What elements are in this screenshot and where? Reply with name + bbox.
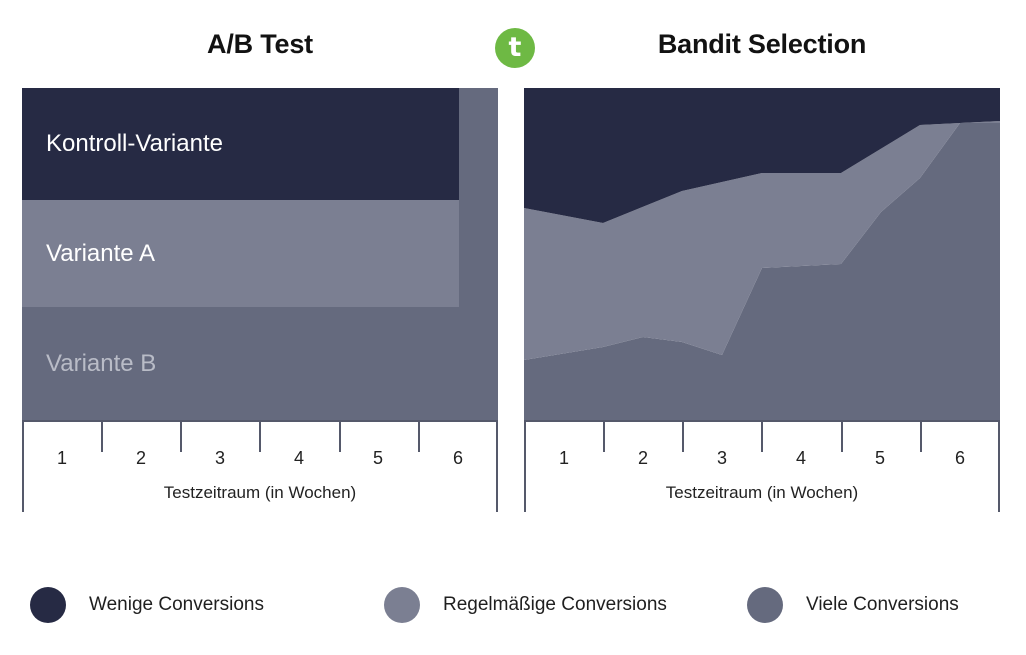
bandit-selection-tick-1: [603, 420, 605, 452]
ab-test-tick-3: [259, 420, 261, 452]
area-regular-conversions: [524, 121, 1000, 360]
legend-swatch-wenige-conversions: [30, 587, 66, 623]
chart-legend: Wenige Conversions Regelmäßige Conversio…: [30, 583, 1006, 627]
ab-test-tick-5: [418, 420, 420, 452]
ab-test-band-variante-a: Variante A: [22, 200, 459, 307]
page-title-bandit-selection: Bandit Selection: [657, 29, 867, 59]
legend-label-regelmaessige-conversions: Regelmäßige Conversions: [443, 594, 667, 615]
ab-test-band-variante-b: Variante B: [22, 307, 498, 420]
bandit-selection-tick-label-4: 4: [795, 448, 806, 468]
ab-test-tick-1: [101, 420, 103, 452]
legend-label-wenige-conversions: Wenige Conversions: [89, 594, 264, 615]
ab-test-tick-label-4: 4: [293, 448, 304, 468]
area-many-conversions: [524, 123, 1000, 420]
panel-ab-test: Kontroll-Variante Variante A Variante B …: [22, 88, 498, 515]
bandit-selection-tick-label-3: 3: [716, 448, 727, 468]
ab-test-tick-2: [180, 420, 182, 452]
area-few-conversions: [524, 88, 1000, 223]
bandit-selection-tick-label-5: 5: [874, 448, 885, 468]
panel-bandit-selection: 1 2 3 4 5 6 Testzeitraum (in Wochen): [524, 88, 1000, 515]
ab-test-axis-cap-end: [496, 420, 498, 512]
bandit-selection-tick-label-2: 2: [637, 448, 648, 468]
page-title-ab-test: A/B Test: [207, 29, 313, 59]
bandit-selection-plot-area: [524, 88, 1000, 420]
ab-test-x-axis: 1 2 3 4 5 6 Testzeitraum (in Wochen): [22, 420, 498, 515]
ab-test-tick-label-1: 1: [56, 448, 67, 468]
bandit-selection-axis-cap-end: [998, 420, 1000, 512]
legend-swatch-viele-conversions: [747, 587, 783, 623]
bandit-selection-stacked-area-svg: [524, 88, 1000, 420]
legend-label-viele-conversions: Viele Conversions: [806, 594, 959, 615]
legend-item-regelmaessige-conversions: Regelmäßige Conversions: [384, 587, 747, 623]
ab-test-tick-label-5: 5: [372, 448, 383, 468]
legend-item-viele-conversions: Viele Conversions: [747, 587, 1006, 623]
ab-test-band-kontroll-variante: Kontroll-Variante: [22, 88, 459, 200]
bandit-selection-x-axis: 1 2 3 4 5 6 Testzeitraum (in Wochen): [524, 420, 1000, 515]
ab-test-band-label-variante-b: Variante B: [46, 349, 157, 377]
bandit-selection-tick-2: [682, 420, 684, 452]
trbo-logo-glyph: t: [508, 31, 522, 63]
legend-item-wenige-conversions: Wenige Conversions: [30, 587, 384, 623]
ab-test-band-label-kontroll-variante: Kontroll-Variante: [46, 130, 223, 157]
ab-test-axis-cap-start: [22, 420, 24, 512]
bandit-selection-tick-4: [841, 420, 843, 452]
legend-swatch-regelmaessige-conversions: [384, 587, 420, 623]
bandit-selection-axis-cap-start: [524, 420, 526, 512]
trbo-logo-icon: t: [495, 28, 535, 68]
ab-test-tick-4: [339, 420, 341, 452]
ab-test-tick-label-2: 2: [135, 448, 146, 468]
bandit-selection-axis-caption: Testzeitraum (in Wochen): [665, 483, 859, 502]
ab-test-axis-caption: Testzeitraum (in Wochen): [163, 483, 357, 502]
bandit-selection-tick-label-1: 1: [558, 448, 569, 468]
bandit-selection-tick-3: [761, 420, 763, 452]
ab-test-plot-area: Kontroll-Variante Variante A Variante B: [22, 88, 498, 420]
bandit-selection-tick-label-6: 6: [954, 448, 965, 468]
bandit-selection-tick-5: [920, 420, 922, 452]
ab-test-tick-label-6: 6: [452, 448, 463, 468]
ab-test-band-label-variante-a: Variante A: [46, 239, 155, 267]
ab-test-tick-label-3: 3: [214, 448, 225, 468]
charts-header: A/B Test t Bandit Selection: [0, 0, 1026, 82]
